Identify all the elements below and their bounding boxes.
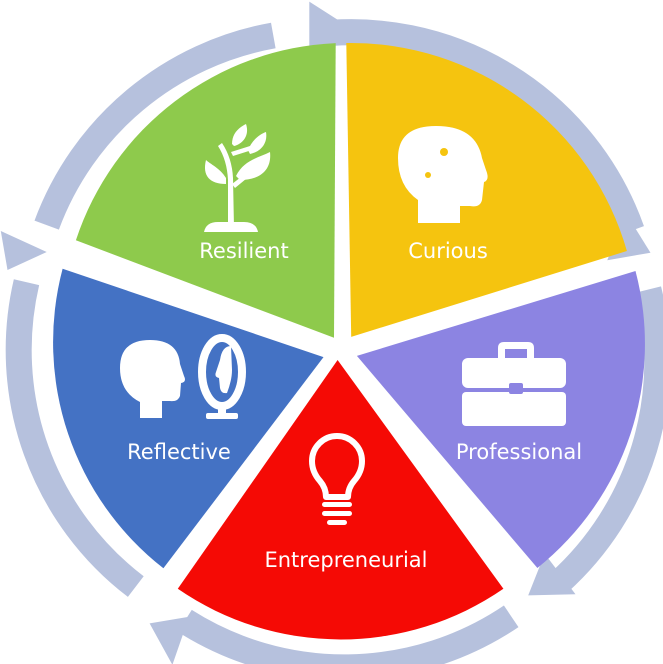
label-resilient: Resilient <box>199 239 288 263</box>
ring-arc-2 <box>550 286 663 592</box>
ring-arrowhead-3 <box>528 553 576 596</box>
label-reflective: Reflective <box>127 440 231 464</box>
gear-small <box>416 163 440 187</box>
head-gears-icon <box>398 126 488 223</box>
ring-arc-4 <box>5 279 144 597</box>
label-entrepreneurial: Entrepreneurial <box>264 548 427 572</box>
plant-icon <box>204 124 271 232</box>
lightbulb-icon <box>309 433 365 525</box>
ring-arc-3 <box>177 605 519 664</box>
head-mirror-icon <box>120 334 246 419</box>
segment-curious[interactable] <box>346 42 627 337</box>
ring-arc-1 <box>310 19 644 235</box>
ring-arc-5 <box>34 22 276 230</box>
briefcase-icon <box>462 342 566 426</box>
segment-resilient[interactable] <box>75 43 336 338</box>
ring-arrowhead-5 <box>0 231 47 270</box>
segment-reflective[interactable] <box>53 268 324 569</box>
ring-arrowhead-4 <box>149 616 190 664</box>
segment-labels: Curious Professional Entrepreneurial Ref… <box>127 239 582 572</box>
label-curious: Curious <box>408 239 488 263</box>
gear-large <box>429 137 459 167</box>
label-professional: Professional <box>456 440 582 464</box>
ring-arrowhead-1 <box>309 1 349 53</box>
